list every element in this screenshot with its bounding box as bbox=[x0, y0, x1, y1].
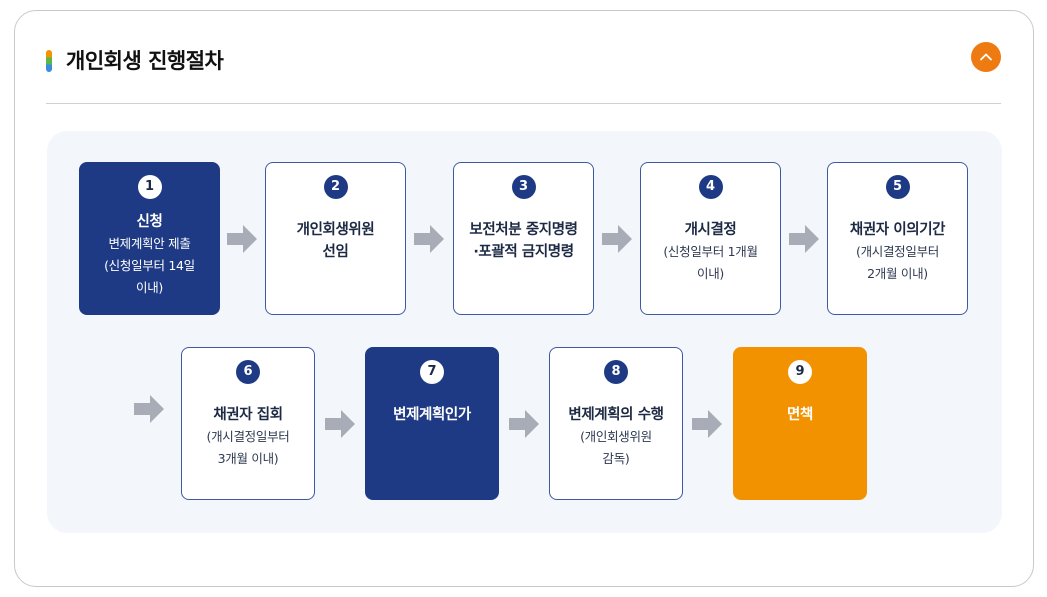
step-desc-line: (개인회생위원 bbox=[580, 429, 652, 444]
step-title: 채권자 이의기간 bbox=[849, 222, 946, 238]
step-7: 7 변제계획인가 bbox=[365, 347, 499, 500]
arrow-right-icon bbox=[509, 410, 539, 438]
arrow-right-icon bbox=[134, 395, 164, 423]
step-number: 7 bbox=[420, 360, 444, 384]
step-desc-line: (개시결정일부터 bbox=[856, 244, 939, 259]
arrow-right-icon bbox=[602, 225, 632, 253]
step-number: 6 bbox=[236, 360, 260, 384]
arrow-right-icon bbox=[325, 410, 355, 438]
step-title: 변제계획인가 bbox=[393, 407, 471, 423]
step-title-line: ·포괄적 금지명령 bbox=[473, 244, 574, 260]
step-6: 6 채권자 집회 (개시결정일부터 3개월 이내) bbox=[181, 347, 315, 500]
step-desc-line: (개시결정일부터 bbox=[206, 429, 290, 444]
step-5: 5 채권자 이의기간 (개시결정일부터 2개월 이내) bbox=[827, 162, 968, 315]
title-color-mark bbox=[46, 50, 52, 72]
arrow-right-icon bbox=[227, 225, 257, 253]
step-desc-line: 감독) bbox=[602, 451, 630, 466]
step-2: 2 개인회생위원 선임 bbox=[265, 162, 406, 315]
step-4: 4 개시결정 (신청일부터 1개월 이내) bbox=[640, 162, 781, 315]
step-desc-line: (신청일부터 14일 bbox=[104, 258, 195, 273]
step-number: 1 bbox=[137, 175, 162, 199]
arrow-right-icon bbox=[414, 225, 444, 253]
step-number: 8 bbox=[604, 360, 628, 384]
step-desc-line: 이내) bbox=[697, 266, 724, 281]
step-title: 채권자 집회 bbox=[213, 407, 283, 423]
step-number: 4 bbox=[698, 175, 723, 199]
chevron-up-icon bbox=[980, 53, 992, 61]
arrow-right-icon bbox=[692, 410, 722, 438]
step-number: 5 bbox=[885, 175, 910, 199]
step-title-line: 선임 bbox=[322, 244, 349, 260]
process-panel: 1 신청 변제계획안 제출 (신청일부터 14일 이내) 2 개인회생위원 선임… bbox=[47, 131, 1002, 533]
step-desc-line: 2개월 이내) bbox=[867, 266, 928, 281]
collapse-toggle-button[interactable] bbox=[971, 42, 1001, 72]
step-3: 3 보전처분 중지명령 ·포괄적 금지명령 bbox=[453, 162, 594, 315]
step-number: 2 bbox=[323, 175, 348, 199]
step-desc-line: 이내) bbox=[136, 280, 163, 295]
step-desc-line: 변제계획안 제출 bbox=[108, 236, 191, 251]
step-desc-line: (신청일부터 1개월 bbox=[663, 244, 758, 259]
step-number: 3 bbox=[511, 175, 536, 199]
section-title: 개인회생 진행절차 bbox=[66, 49, 224, 73]
arrow-right-icon bbox=[789, 225, 819, 253]
section-header: 개인회생 진행절차 bbox=[46, 42, 1001, 104]
step-title-line: 보전처분 중지명령 bbox=[469, 222, 578, 238]
step-1: 1 신청 변제계획안 제출 (신청일부터 14일 이내) bbox=[79, 162, 220, 315]
step-title-line: 개인회생위원 bbox=[296, 222, 375, 238]
step-number: 9 bbox=[788, 360, 812, 384]
step-title: 변제계획의 수행 bbox=[568, 407, 664, 423]
step-9: 9 면책 bbox=[733, 347, 867, 500]
step-8: 8 변제계획의 수행 (개인회생위원 감독) bbox=[549, 347, 683, 500]
step-title: 신청 bbox=[136, 214, 163, 230]
step-title: 면책 bbox=[787, 407, 813, 423]
step-desc-line: 3개월 이내) bbox=[217, 451, 279, 466]
step-title: 개시결정 bbox=[684, 222, 737, 238]
